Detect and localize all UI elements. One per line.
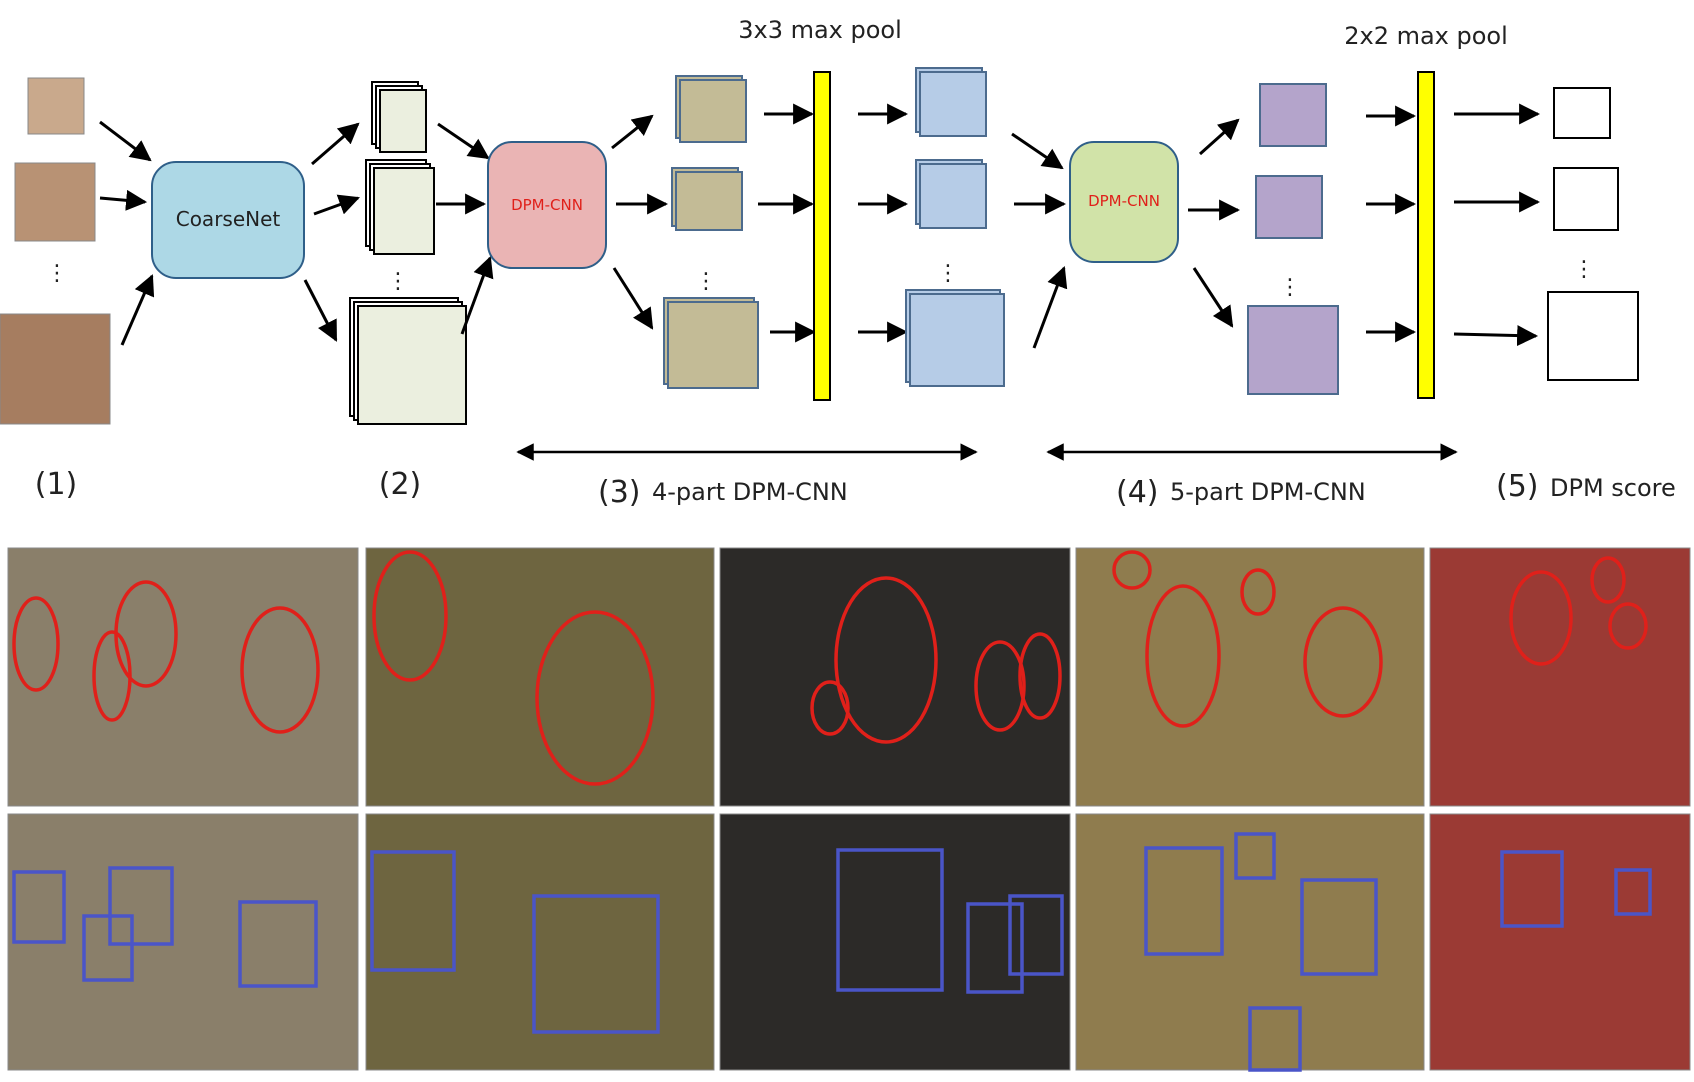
result-photo-4a [1075,547,1425,807]
face-boxes [12,832,1652,1072]
max-pool-bar-1 [813,71,831,401]
feature-map-medium [365,159,435,255]
result-photo-5b [1429,813,1691,1071]
stage-labels: (1) (2) (3) 4-part DPM-CNN (4) 5-part DP… [35,467,1676,510]
pool2-in-arrows [1366,105,1417,343]
stage-label-4-num: (4) [1116,475,1159,510]
feature-map-arrows [436,122,494,335]
result-photo-1b [7,813,359,1071]
pool-3x3-label: 3x3 max pool [738,16,902,44]
face-ellipses [12,550,1648,786]
pool-2x2-label: 2x2 max pool [1344,22,1508,50]
pooled-maps-stage3: ⋮ [905,67,1005,387]
coarse-net-box [151,161,305,279]
part-maps-stage3: ⋮ [663,75,759,389]
feature-map-stacks: ⋮ [349,81,467,425]
stage-label-2: (2) [379,467,422,502]
dpm-cnn-1-arrows [611,114,669,330]
dpm-cnn-2-out-arrows [1188,118,1241,328]
stage-label-5-text: DPM score [1550,474,1676,502]
input-ellipsis: ⋮ [46,261,68,286]
input-face-large [0,313,111,425]
feature-map-small [371,81,427,153]
stage-label-3-text: 4-part DPM-CNN [652,478,848,506]
results-row-ellipses [7,547,1691,807]
part-map-ellipsis-1: ⋮ [695,269,717,294]
pool2-out-arrows [1453,103,1541,347]
dpm-score-maps: ⋮ [1547,87,1639,381]
result-photo-3b [719,813,1071,1071]
feature-map-ellipsis: ⋮ [387,269,409,294]
results-row-boxes [7,813,1691,1072]
input-face-medium [14,162,96,242]
input-face-small [27,77,85,135]
result-photo-5a [1429,547,1691,807]
input-pyramid: ⋮ [0,77,111,425]
dpm-cnn-block-2: DPM-CNN [1069,141,1179,263]
coarse-net-arrows [303,122,360,342]
dpm-cnn-block-1: DPM-CNN [487,141,607,269]
pool1-in-arrows [758,103,817,343]
input-arrows [99,120,155,346]
stage-label-3-num: (3) [598,475,641,510]
results-grid [7,547,1691,1072]
result-photo-2b [365,813,715,1071]
pool1-out-arrows [858,103,909,343]
stage-label-5-num: (5) [1496,469,1539,504]
part-map-ellipsis-2: ⋮ [1279,275,1301,300]
dpm-cnn-label-2: DPM-CNN [1088,192,1160,210]
dpm-cnn-label-1: DPM-CNN [511,196,583,214]
max-pool-bar-2 [1417,71,1435,399]
dpm-cnn-2-in-arrows [1011,132,1068,349]
score-ellipsis: ⋮ [1573,257,1595,282]
coarse-net-label: CoarseNet [176,207,281,231]
dpm-cnn-box-2 [1069,141,1179,263]
stage-label-4-text: 5-part DPM-CNN [1170,478,1366,506]
dpm-cnn-box-1 [487,141,607,269]
coarse-net-block: CoarseNet [151,161,305,279]
result-photo-3a [719,547,1071,807]
stage-label-1: (1) [35,467,78,502]
part-maps-stage4: ⋮ [1247,83,1339,395]
feature-map-large [349,297,467,425]
pooled-map-ellipsis: ⋮ [937,261,959,286]
result-photo-1a [7,547,359,807]
